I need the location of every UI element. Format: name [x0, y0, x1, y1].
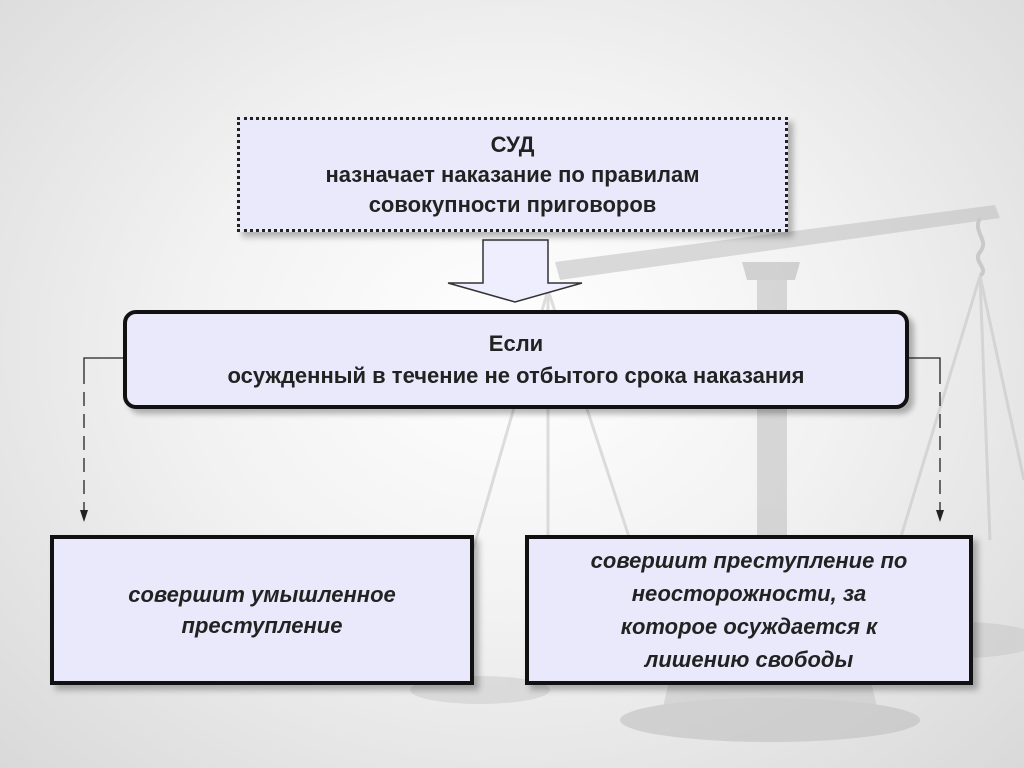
court-text-line: назначает наказание по правилам	[325, 161, 700, 187]
left-connector-line	[83, 357, 123, 370]
down-arrow-icon	[447, 239, 583, 303]
condition-box: Если осужденный в течение не отбытого ср…	[123, 310, 909, 409]
negligent-crime-box: совершит преступление по неосторожности,…	[525, 535, 973, 685]
intentional-crime-box: совершит умышленное преступление	[50, 535, 474, 685]
negligent-crime-text: лишению свободы	[644, 647, 854, 672]
negligent-crime-text: неосторожности, за	[631, 581, 867, 606]
condition-text: осужденный в течение не отбытого срока н…	[227, 362, 805, 388]
intentional-crime-text: совершит умышленное	[128, 582, 396, 607]
negligent-crime-text: совершит преступление по	[590, 548, 908, 573]
court-title: СУД	[490, 131, 535, 157]
right-arrowhead-icon	[936, 510, 944, 522]
negligent-crime-text: которое осуждается к	[620, 614, 878, 639]
court-box: СУД назначает наказание по правилам сово…	[237, 117, 788, 232]
left-arrowhead-icon	[80, 510, 88, 522]
intentional-crime-text: преступление	[181, 613, 343, 638]
right-connector-line	[909, 357, 941, 370]
condition-title: Если	[488, 330, 544, 356]
court-text-line: совокупности приговоров	[368, 191, 657, 217]
